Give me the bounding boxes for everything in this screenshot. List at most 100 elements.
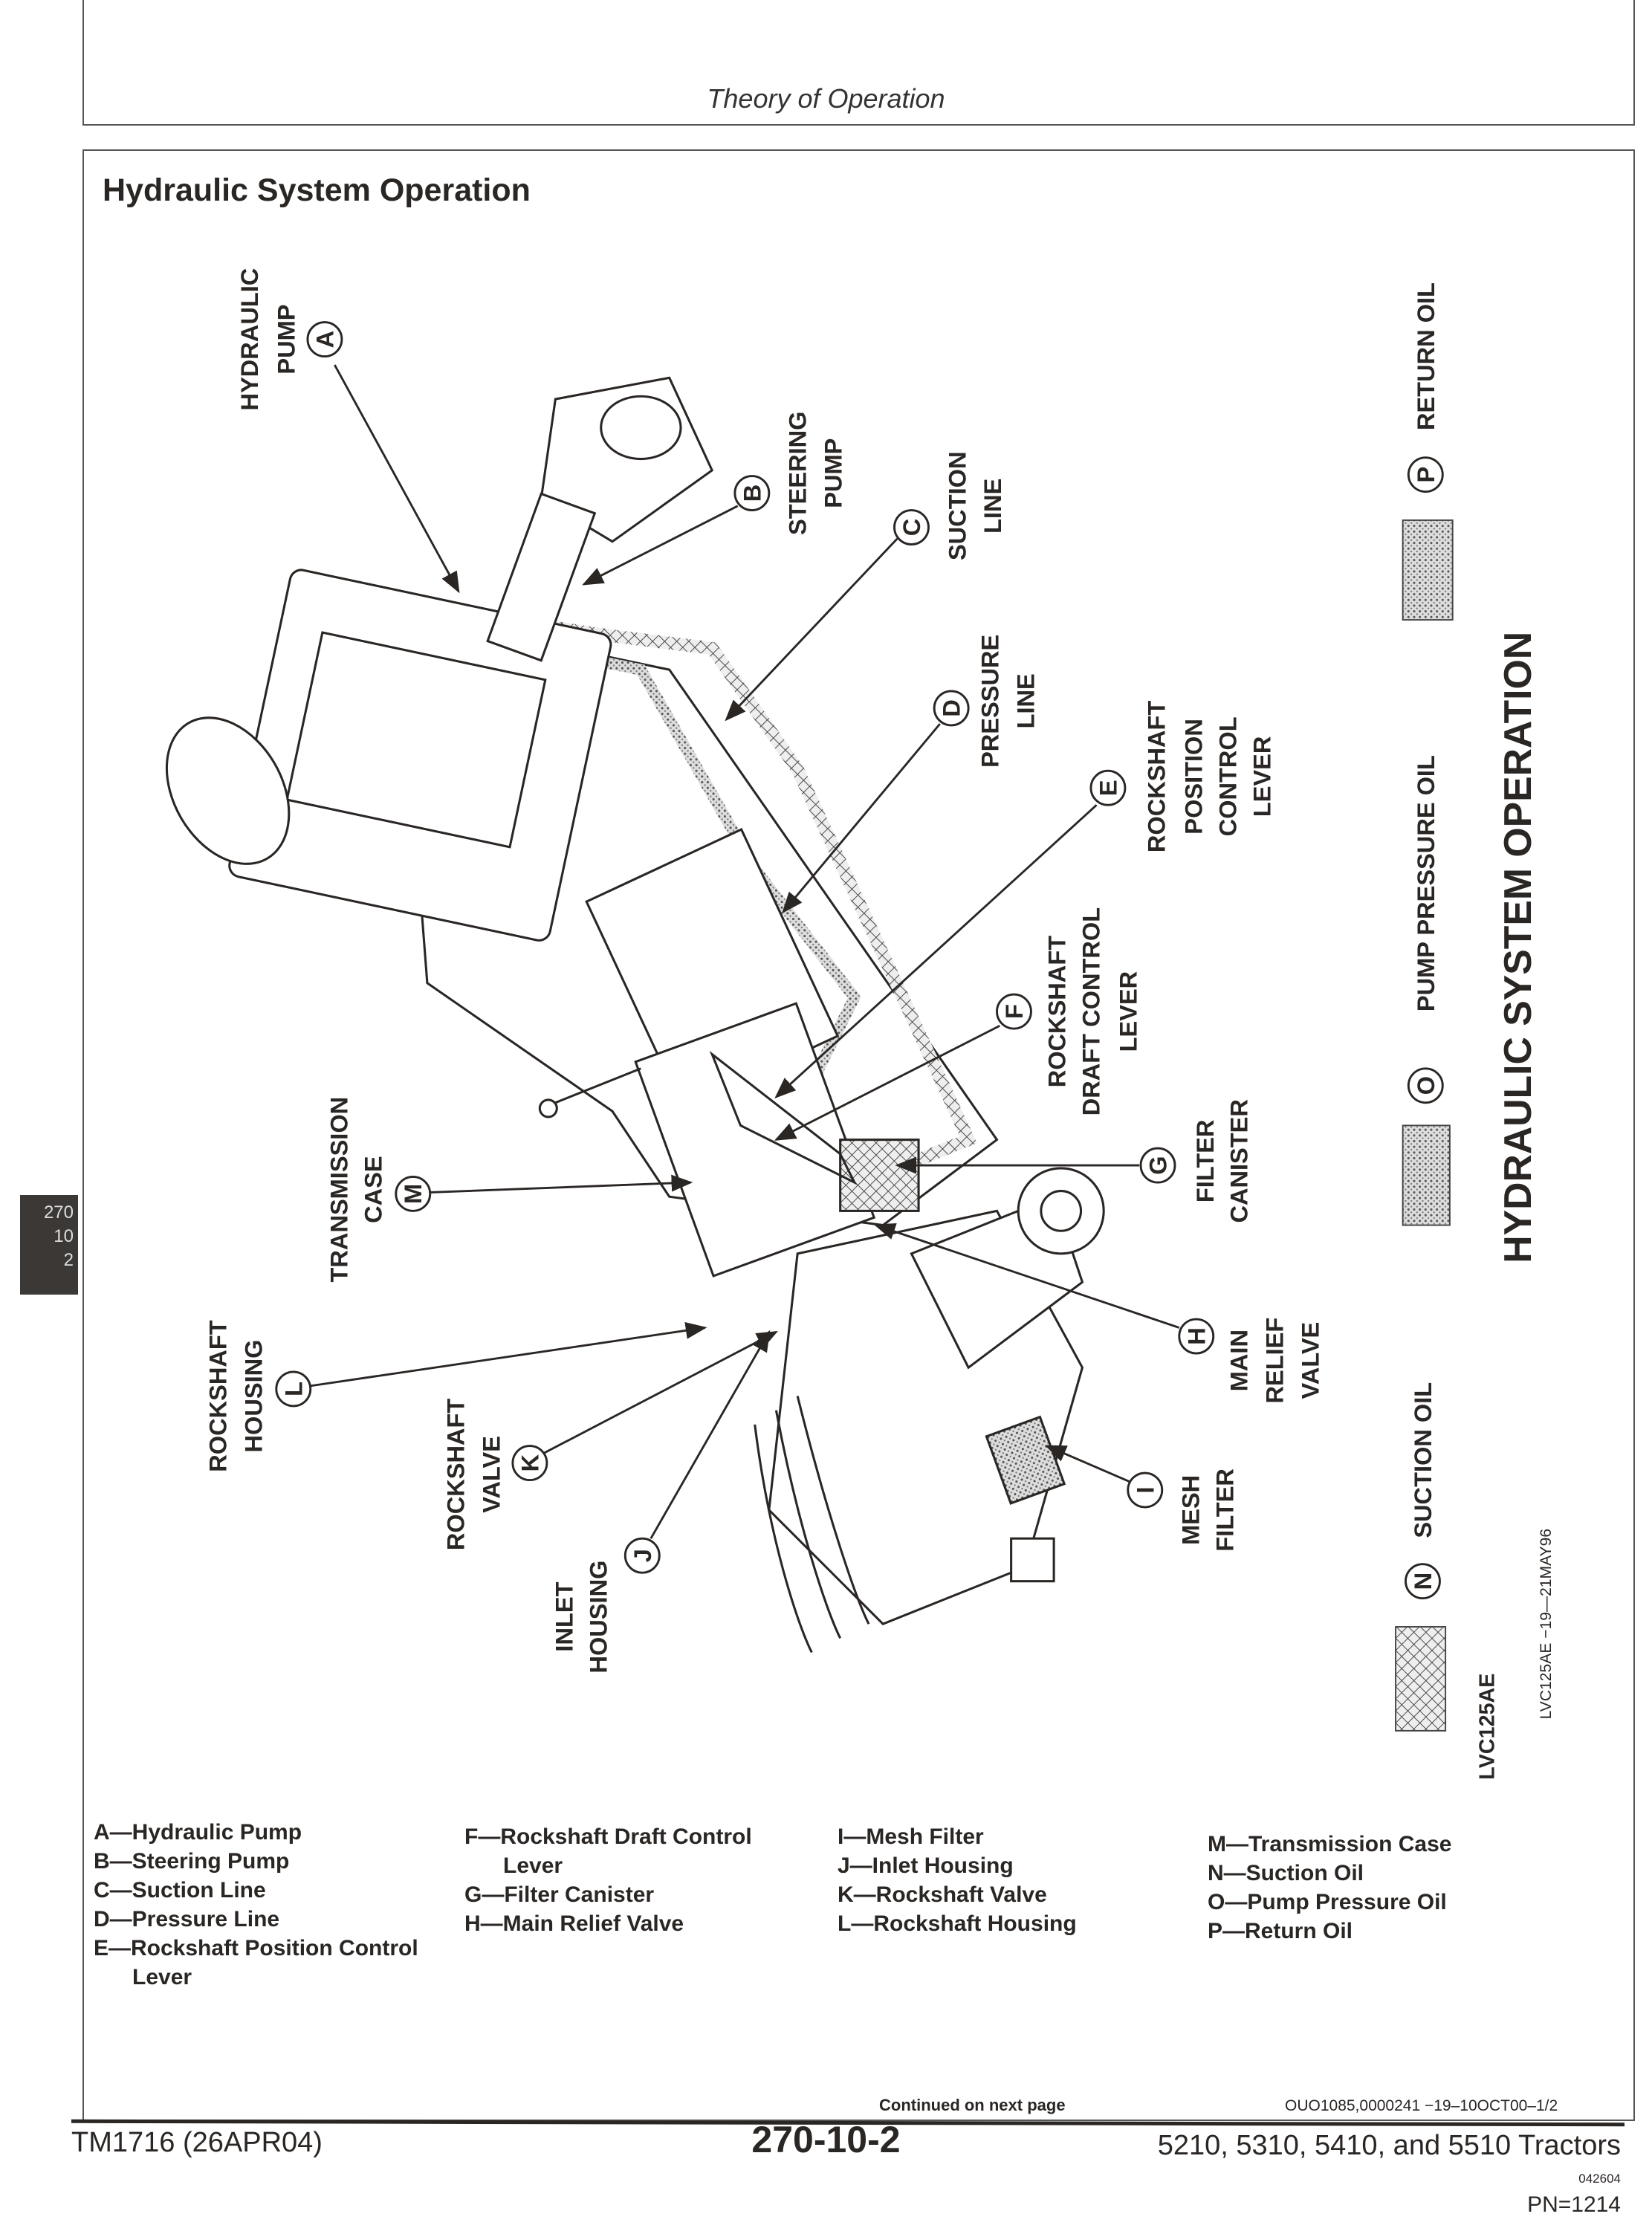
running-title: Theory of Operation	[707, 83, 945, 114]
tractor-models: 5210, 5310, 5410, and 5510 Tractors	[1157, 2130, 1621, 2161]
legend-item: Lever	[132, 1965, 192, 1989]
callout-letter: G	[1145, 1156, 1172, 1174]
legend-item: K—Rockshaft Valve	[838, 1882, 1047, 1907]
pressure-oil-label: PUMP PRESSURE OIL	[1413, 755, 1439, 1011]
legend-item: O—Pump Pressure Oil	[1208, 1890, 1447, 1914]
callout-label-line: INLET	[551, 1581, 577, 1651]
arrow-h	[873, 1223, 1180, 1329]
side-tab-line: 10	[54, 1226, 74, 1246]
callout-label-line: STEERING	[785, 411, 812, 534]
callout-letter: D	[939, 699, 965, 717]
pressure-oil-swatch	[1402, 1124, 1451, 1226]
callout-circle-icon	[395, 1175, 432, 1212]
tractor-drawing	[165, 376, 1105, 1654]
legend-column-3: I—Mesh Filter J—Inlet Housing K—Rockshaf…	[838, 1822, 1077, 1938]
callout-label-line: VALVE	[479, 1436, 505, 1513]
callout-label-line: HOUSING	[241, 1340, 268, 1453]
callout-letter: L	[280, 1382, 307, 1396]
callout-label-line: RELIEF	[1262, 1318, 1289, 1404]
legend-item: B—Steering Pump	[94, 1849, 290, 1874]
figure-id: LVC125AE	[1475, 1674, 1499, 1780]
legend-column-1: A—Hydraulic Pump B—Steering Pump C—Sucti…	[94, 1818, 418, 1992]
diagram-title: HYDRAULIC SYSTEM OPERATION	[1496, 632, 1539, 1263]
callout-circle-icon	[306, 321, 343, 358]
callout-circle-icon	[1178, 1318, 1215, 1355]
callout-circle-icon	[1089, 769, 1127, 806]
callout-label-line: PUMP	[273, 305, 300, 375]
side-tab-line: 2	[63, 1250, 74, 1270]
callout-arrows	[308, 364, 1180, 1539]
circle-n-icon	[1405, 1563, 1441, 1600]
legend-item: P—Return Oil	[1208, 1919, 1353, 1943]
circle-p-icon	[1407, 456, 1444, 493]
callout-label-line: ROCKSHAFT	[205, 1320, 232, 1472]
callout-letter: B	[739, 485, 765, 502]
callout-i: MESH FILTER I	[1127, 1469, 1239, 1552]
legend-column-4: M—Transmission Case N—Suction Oil O—Pump…	[1208, 1830, 1451, 1946]
callout-letter: C	[898, 519, 925, 537]
callout-label-line: FILTER	[1212, 1469, 1239, 1552]
legend-item: C—Suction Line	[94, 1878, 266, 1903]
engine-block	[228, 569, 612, 942]
legend-item: E—Rockshaft Position Control	[94, 1936, 418, 1960]
key-letter-p: P	[1413, 467, 1439, 483]
arrow-k	[543, 1330, 778, 1454]
section-title: Hydraulic System Operation	[103, 172, 531, 208]
callout-j: INLET HOUSING J	[551, 1537, 661, 1674]
callout-label-line: ROCKSHAFT	[1144, 701, 1170, 853]
figure-ref: LVC125AE −19—21MAY96	[1538, 1529, 1555, 1719]
callout-letter: E	[1095, 780, 1121, 796]
section-side-tab: 270 10 2	[20, 1195, 78, 1295]
legend-item: N—Suction Oil	[1208, 1861, 1364, 1885]
arrow-i	[1044, 1445, 1130, 1483]
callout-label-line: LINE	[979, 479, 1006, 534]
callout-circle-icon	[996, 993, 1032, 1030]
side-tab-line: 270	[43, 1202, 74, 1223]
callout-circle-icon	[623, 1537, 661, 1574]
legend-item: F—Rockshaft Draft Control	[464, 1824, 752, 1849]
legend-item: A—Hydraulic Pump	[94, 1820, 302, 1845]
arrow-m	[430, 1174, 693, 1194]
callout-label-line: PUMP	[820, 438, 847, 508]
oil-key: P RETURN OIL O PUMP PRESSURE OIL N SUCTI…	[1395, 282, 1555, 1780]
callout-circle-icon	[511, 1445, 548, 1482]
arrow-d	[782, 723, 941, 914]
legend-item: D—Pressure Line	[94, 1907, 280, 1932]
callout-label-line: LEVER	[1115, 971, 1141, 1052]
callout-label-line: FILTER	[1192, 1120, 1219, 1203]
callout-label-line: MESH	[1178, 1475, 1205, 1545]
arrow-a	[334, 364, 460, 594]
legend-item: G—Filter Canister	[464, 1882, 655, 1907]
suction-oil-swatch	[1395, 1626, 1447, 1732]
callout-circle-icon	[933, 690, 970, 727]
manual-id: TM1716 (26APR04)	[71, 2127, 323, 2158]
continued-note: Continued on next page	[879, 2096, 1066, 2114]
callout-letter: I	[1132, 1486, 1159, 1493]
callout-label-line: ROCKSHAFT	[1043, 936, 1070, 1088]
legend-item: H—Main Relief Valve	[464, 1911, 684, 1936]
arrow-f	[774, 1024, 1000, 1141]
callout-letter: K	[516, 1454, 543, 1471]
callout-letter: J	[629, 1549, 656, 1562]
callout-label-line: HOUSING	[585, 1561, 612, 1674]
reference-code: OUO1085,0000241 −19–10OCT00–1/2	[1285, 2097, 1558, 2114]
callout-l: ROCKSHAFT HOUSING L	[205, 1320, 312, 1472]
legend-item: I—Mesh Filter	[838, 1824, 984, 1849]
page-pn: PN=1214	[1527, 2192, 1621, 2217]
arrow-b	[582, 505, 739, 586]
key-letter-o: O	[1413, 1076, 1439, 1095]
circle-o-icon	[1407, 1067, 1444, 1104]
legend-item: J—Inlet Housing	[838, 1853, 1014, 1878]
legend-column-2: F—Rockshaft Draft Control Lever G—Filter…	[464, 1822, 752, 1938]
return-oil-swatch	[1402, 519, 1454, 621]
callout-circle-icon	[893, 509, 930, 545]
